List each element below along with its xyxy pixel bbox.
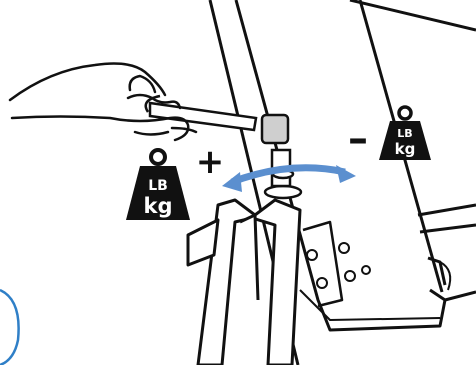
bolt-icon bbox=[262, 115, 301, 198]
weight-left-top-label: LB bbox=[148, 178, 168, 194]
hand-with-wrench-icon bbox=[10, 64, 196, 140]
minus-sign: – bbox=[348, 116, 368, 162]
weight-icon: LB kg bbox=[379, 107, 431, 160]
weight-icon: LB kg bbox=[126, 150, 190, 220]
plus-sign: + bbox=[196, 142, 225, 182]
weight-right-bottom-label: kg bbox=[395, 140, 416, 158]
accent-circle-icon bbox=[0, 290, 19, 365]
weight-right-top-label: LB bbox=[397, 127, 412, 140]
post-icon bbox=[188, 200, 300, 365]
frame-icon bbox=[210, 0, 476, 365]
weight-left-bottom-label: kg bbox=[144, 194, 173, 218]
